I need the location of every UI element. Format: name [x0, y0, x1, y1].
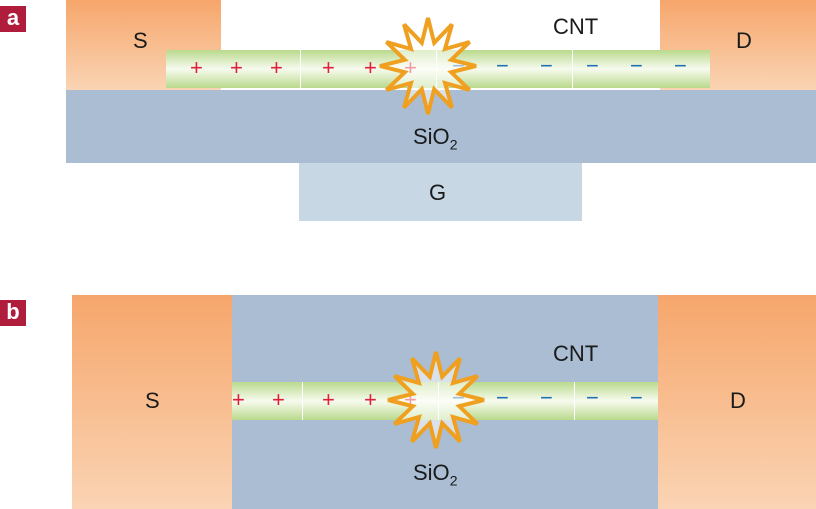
- minus-charge: −: [540, 53, 553, 78]
- cnt-label-b: CNT: [553, 341, 599, 366]
- source-label-a: S: [133, 28, 148, 53]
- minus-charge: −: [674, 53, 687, 78]
- minus-charge: −: [630, 385, 643, 410]
- oxide-label-a: SiO2: [413, 124, 458, 153]
- minus-charge: −: [586, 385, 599, 410]
- plus-charge: +: [322, 55, 335, 80]
- plus-charge: +: [270, 55, 283, 80]
- minus-charge: −: [496, 385, 509, 410]
- tube-segment-divider: [300, 50, 301, 88]
- source-label-b: S: [145, 388, 160, 413]
- recombination-star-icon: [379, 17, 477, 115]
- drain-label-b: D: [730, 388, 746, 413]
- gate-electrode: [299, 163, 582, 221]
- plus-charge: +: [364, 55, 377, 80]
- tube-segment-divider: [572, 50, 573, 88]
- plus-charge: +: [190, 55, 203, 80]
- plus-charge: +: [230, 55, 243, 80]
- gate-label: G: [429, 180, 447, 205]
- panel-b-tag: b: [0, 300, 26, 326]
- plus-charge: +: [364, 387, 377, 412]
- tube-segment-divider: [302, 382, 303, 420]
- oxide-layer-a: [66, 90, 816, 163]
- plus-charge: +: [272, 387, 285, 412]
- drain-electrode-b: [658, 295, 816, 509]
- panel-a-tag: a: [0, 6, 26, 32]
- minus-charge: −: [586, 53, 599, 78]
- drain-label-a: D: [736, 28, 752, 53]
- recombination-star-icon: [387, 351, 485, 449]
- plus-charge: +: [322, 387, 335, 412]
- minus-charge: −: [540, 385, 553, 410]
- tube-segment-divider: [574, 382, 575, 420]
- minus-charge: −: [630, 53, 643, 78]
- oxide-label-b: SiO2: [413, 460, 458, 489]
- minus-charge: −: [496, 53, 509, 78]
- plus-charge: +: [232, 387, 245, 412]
- cnt-label-a: CNT: [553, 14, 599, 39]
- source-electrode-b: [72, 295, 232, 509]
